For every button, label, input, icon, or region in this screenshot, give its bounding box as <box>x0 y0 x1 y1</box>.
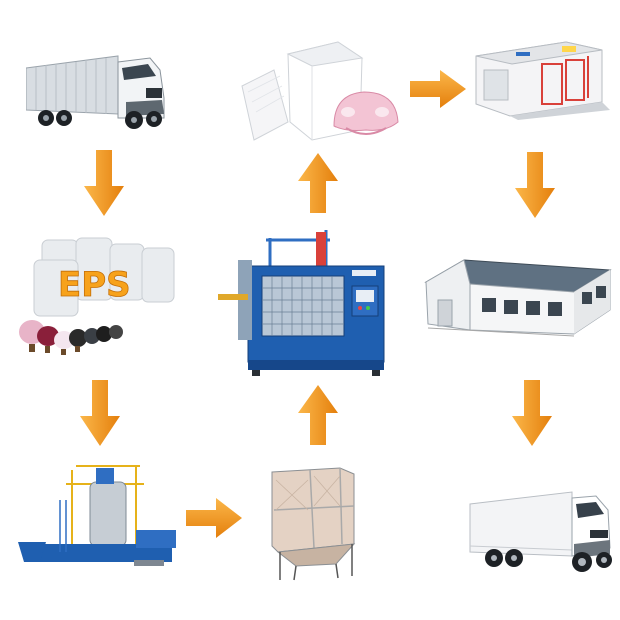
flow-arrow-down <box>512 380 552 446</box>
delivery-truck-icon <box>26 48 176 132</box>
eps-beads-icon: EPS <box>14 236 179 361</box>
flow-arrow-down <box>80 380 120 446</box>
spray-booth-icon <box>470 32 610 120</box>
flow-arrow-right <box>186 498 242 538</box>
flow-arrow-right <box>410 70 466 108</box>
foam-products-icon <box>236 36 406 146</box>
shape-molding-machine-icon <box>218 226 408 378</box>
pre-expander-machine-icon <box>16 460 188 580</box>
warehouse-icon <box>424 254 612 342</box>
eps-label: EPS <box>58 265 131 305</box>
delivery-truck-icon <box>464 486 614 574</box>
flow-arrow-down <box>515 152 555 218</box>
flow-arrow-up <box>298 385 338 445</box>
flow-arrow-down <box>84 150 124 216</box>
flow-arrow-up <box>298 153 338 213</box>
silo-icon <box>266 466 358 584</box>
